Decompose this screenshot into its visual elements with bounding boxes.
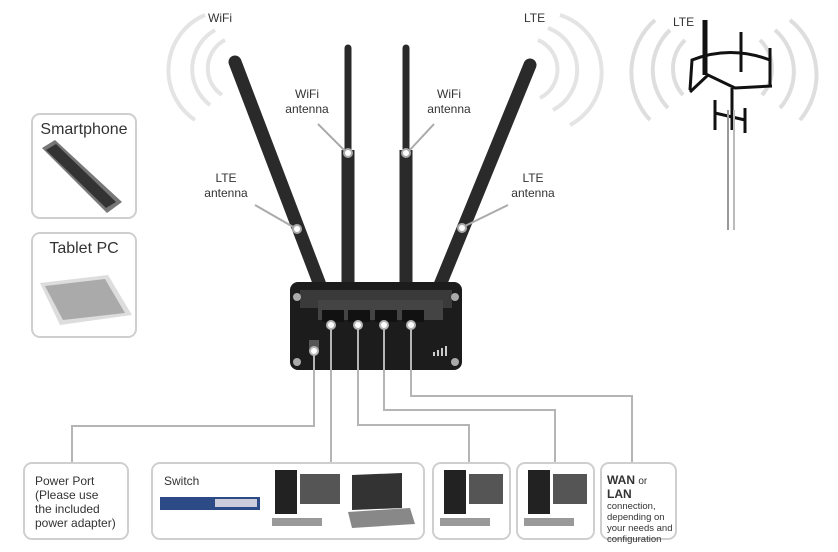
wifi-signal-label: WiFi	[208, 11, 232, 25]
wan-line: depending on	[607, 512, 665, 523]
tablet-icon	[40, 275, 132, 325]
power-line: (Please use	[35, 488, 99, 502]
wan-label: WAN	[607, 473, 635, 487]
wan-lan-box: WAN or LAN connection, depending on your…	[600, 462, 677, 545]
antenna-label-line2: antenna	[427, 102, 471, 116]
smartphone-icon	[42, 140, 122, 213]
switch-title: Switch	[164, 474, 200, 488]
lte-antenna-left-icon	[228, 55, 327, 292]
wan-line: configuration	[607, 534, 662, 545]
antenna-pointers	[254, 123, 509, 234]
antenna-label-line2: antenna	[204, 186, 248, 200]
power-port-box: Power Port (Please use the included powe…	[23, 462, 129, 540]
lte-antenna-right-icon	[433, 58, 537, 292]
antenna-label-wifi-left: WiFi antenna	[282, 87, 332, 117]
antenna-label-line1: LTE	[522, 171, 544, 185]
router-icon	[290, 282, 462, 370]
antenna-label-line1: LTE	[215, 171, 237, 185]
antenna-label-line1: WiFi	[295, 87, 319, 101]
antenna-label-lte-left: LTE antenna	[201, 171, 251, 201]
tower-signal-icon	[629, 18, 819, 122]
power-line: power adapter)	[35, 516, 116, 530]
tablet-title: Tablet PC	[49, 240, 119, 257]
antenna-label-line2: antenna	[511, 186, 555, 200]
or-label: or	[638, 476, 648, 487]
switch-icon	[160, 497, 260, 510]
smartphone-title: Smartphone	[40, 121, 128, 138]
lan-label: LAN	[607, 487, 632, 501]
tower-label: LTE	[673, 15, 695, 29]
laptop-icon	[348, 473, 415, 528]
pc-box-1	[432, 462, 511, 540]
desktop-pc-icon	[272, 470, 340, 526]
lte-signal-icon	[537, 13, 604, 127]
desktop-pc-icon-2	[440, 470, 503, 526]
wifi-signal-icon	[166, 13, 226, 122]
antenna-label-wifi-right: WiFi antenna	[424, 87, 474, 117]
switch-box: Switch	[151, 462, 425, 540]
antenna-label-line2: antenna	[285, 102, 329, 116]
wan-line: connection,	[607, 501, 656, 512]
power-line: the included	[35, 502, 100, 516]
tablet-box: Tablet PC	[31, 232, 137, 338]
antenna-label-line1: WiFi	[437, 87, 461, 101]
cell-tower-icon	[688, 20, 773, 230]
lte-signal-label: LTE	[524, 11, 546, 25]
pc-box-2	[516, 462, 595, 540]
wan-line: your needs and	[607, 523, 673, 534]
power-line: Power Port	[35, 474, 95, 488]
antenna-label-lte-right: LTE antenna	[508, 171, 558, 201]
desktop-pc-icon-3	[524, 470, 587, 526]
smartphone-box: Smartphone	[31, 113, 137, 219]
connector-lines	[71, 320, 633, 462]
